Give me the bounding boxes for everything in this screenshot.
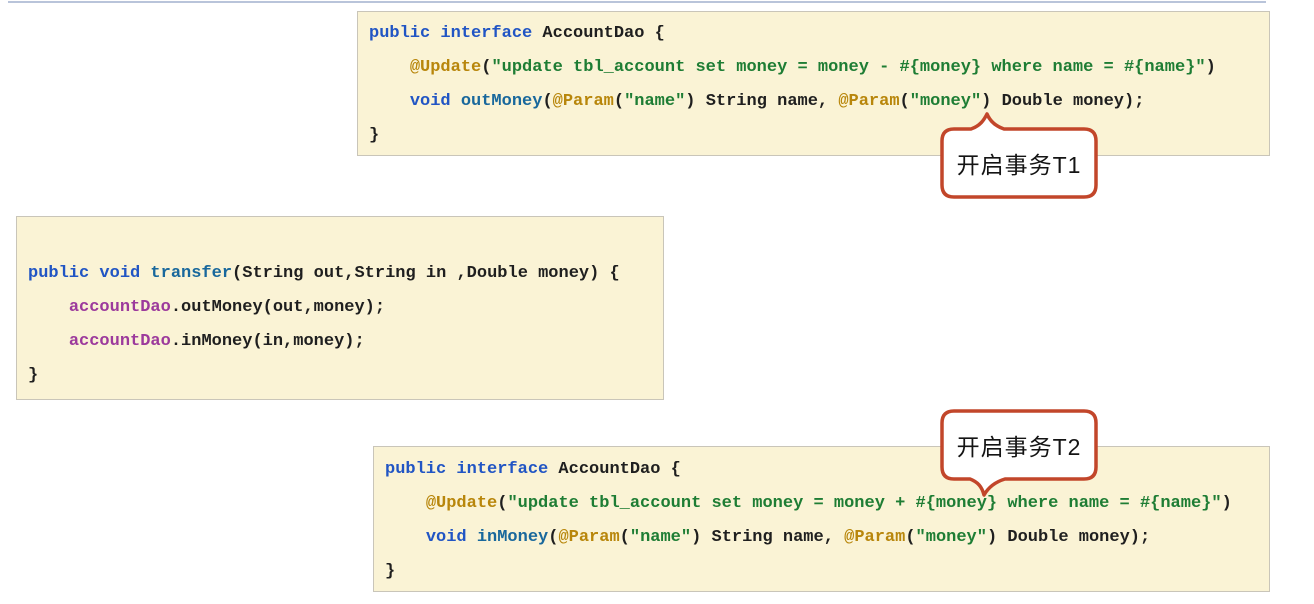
callout-bubble-outline <box>940 112 1098 199</box>
code-token-plain: ( <box>613 92 625 111</box>
code-block-accountdao-outmoney: public interface AccountDao { @Update("u… <box>357 11 1270 156</box>
code-token-plain: } <box>369 126 380 145</box>
code-token-str: "update tbl_account set money = money - … <box>491 58 1206 77</box>
code-line: public interface AccountDao { <box>369 17 1261 51</box>
code-token-ann: @Update <box>425 494 498 513</box>
code-token-plain: ) String name, <box>691 528 845 547</box>
code-token-plain <box>28 298 69 317</box>
code-token-plain: } <box>385 562 396 581</box>
code-token-str: "money" <box>909 92 982 111</box>
code-token-plain <box>369 58 410 77</box>
code-token-plain: ( <box>497 494 508 513</box>
code-token-plain: ) Double money); <box>986 528 1151 547</box>
code-line: accountDao.outMoney(out,money); <box>28 291 655 325</box>
code-token-plain: AccountDao { <box>532 24 665 43</box>
code-token-ann: @Param <box>552 92 614 111</box>
code-block-transfer-service: public void transfer(String out,String i… <box>16 216 664 400</box>
code-token-str: "money" <box>915 528 987 547</box>
code-token-kw: void <box>425 528 467 547</box>
code-token-plain: ( <box>542 92 553 111</box>
code-token-plain: ( <box>619 528 630 547</box>
code-token-meth: transfer <box>150 264 233 283</box>
code-token-plain: ) <box>1205 58 1216 77</box>
code-line: public void transfer(String out,String i… <box>28 257 655 291</box>
speech-bubble-up-icon <box>940 112 1098 199</box>
code-token-plain <box>140 264 150 283</box>
code-token-kw: public interface <box>385 460 549 479</box>
code-token-str: "name" <box>624 92 686 111</box>
code-line: } <box>385 555 1261 589</box>
code-line: void outMoney(@Param("name") String name… <box>369 85 1261 119</box>
code-token-ann: @Param <box>844 528 906 547</box>
callout-transaction-t2: 开启事务T2 <box>939 408 1099 506</box>
code-token-plain <box>451 92 461 111</box>
code-token-ann: @Update <box>409 58 482 77</box>
code-token-ann: @Param <box>838 92 900 111</box>
top-divider-line <box>8 1 1266 3</box>
code-token-plain: ( <box>905 528 916 547</box>
code-line: accountDao.inMoney(in,money); <box>28 325 655 359</box>
code-token-field: accountDao <box>68 298 171 317</box>
code-token-plain <box>385 494 426 513</box>
code-token-plain: .inMoney(in,money); <box>170 332 365 351</box>
code-token-plain: ) Double money); <box>981 92 1145 111</box>
code-line <box>28 223 655 257</box>
code-token-plain: (String out,String in ,Double money) { <box>232 264 620 283</box>
code-token-kw: public interface <box>369 24 533 43</box>
code-block-accountdao-inmoney: public interface AccountDao { @Update("u… <box>373 446 1270 592</box>
code-token-plain <box>369 92 410 111</box>
code-token-plain: ( <box>899 92 910 111</box>
code-token-plain: .outMoney(out,money); <box>170 298 386 317</box>
code-token-plain: AccountDao { <box>548 460 681 479</box>
code-token-meth: outMoney <box>460 92 543 111</box>
callout-label-t1: 开启事务T1 <box>956 151 1082 178</box>
code-line: @Update("update tbl_account set money = … <box>385 487 1261 521</box>
callout-bubble-outline <box>940 409 1098 497</box>
code-token-plain: ( <box>548 528 559 547</box>
code-line: void inMoney(@Param("name") String name,… <box>385 521 1261 555</box>
code-token-plain <box>28 332 69 351</box>
code-line: } <box>28 359 655 393</box>
code-token-str: "name" <box>629 528 692 547</box>
code-token-plain: ( <box>481 58 492 77</box>
callout-label-t2: 开启事务T2 <box>956 434 1082 460</box>
code-line: } <box>369 119 1261 153</box>
code-token-ann: @Param <box>558 528 620 547</box>
code-token-plain: } <box>28 366 39 385</box>
code-token-meth: inMoney <box>476 528 549 547</box>
code-token-kw: void <box>409 92 451 111</box>
speech-bubble-down-icon <box>940 409 1098 497</box>
code-token-plain <box>385 528 426 547</box>
code-token-field: accountDao <box>68 332 171 351</box>
code-token-kw: public void <box>28 264 141 283</box>
code-line: @Update("update tbl_account set money = … <box>369 51 1261 85</box>
code-token-plain: ) <box>1221 494 1232 513</box>
code-token-plain: ) String name, <box>685 92 839 111</box>
code-line: public interface AccountDao { <box>385 453 1261 487</box>
code-token-plain <box>467 528 477 547</box>
code-token-str: "update tbl_account set money = money + … <box>507 494 1222 513</box>
callout-transaction-t1: 开启事务T1 <box>939 111 1099 209</box>
